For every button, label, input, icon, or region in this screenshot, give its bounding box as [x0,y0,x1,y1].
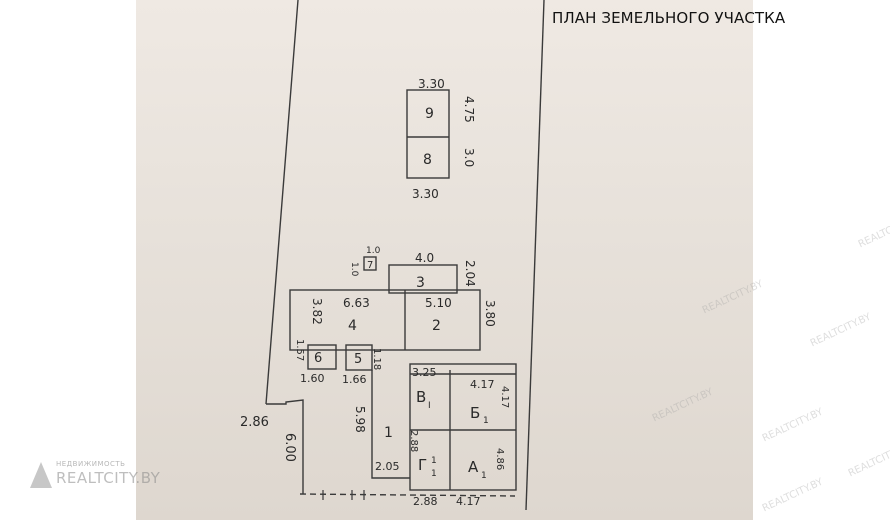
plot-left-width: 2.86 [240,415,269,430]
room-3-side: 2.04 [463,260,477,287]
upper-top-width: 3.30 [418,77,445,91]
room-v-label: В [416,388,426,406]
room-3-label: 3 [416,275,425,291]
room-6-label: 6 [314,351,322,366]
room-v-sub: I [428,401,431,411]
room-v-top: 3.25 [412,366,437,379]
realtcity-logo: НЕДВИЖИМОСТЬ REALTCITY.BY [30,460,170,494]
boundary-left [265,0,299,405]
room-g-side: 2.88 [408,430,419,452]
room-b-sub: 1 [483,416,489,426]
room-9-label: 9 [425,106,434,122]
boundary-jog [266,399,304,494]
logo-caption: НЕДВИЖИМОСТЬ [56,460,126,468]
room-b-top: 4.17 [470,378,495,391]
logo-brand: REALTCITY.BY [56,469,161,487]
room-7-label: 7 [367,260,373,271]
room-6-width: 1.60 [300,372,325,385]
room-5-box [345,344,373,371]
room-4-width: 6.63 [343,296,370,310]
rooms-4-2-box [289,289,481,351]
room-b-label: Б [470,404,480,422]
room-5-width: 1.66 [342,373,367,386]
room-b-side: 4.17 [499,386,510,408]
plan-sheet [136,0,753,520]
room-7-dim-top: 1.0 [366,246,381,256]
room-3-width: 4.0 [415,251,434,265]
room-3-box [388,264,458,294]
boundary-right [525,0,545,511]
room-5-label: 5 [354,352,362,367]
room-a-bottom: 4.17 [456,495,481,508]
room-g-bottom: 2.88 [413,495,438,508]
logo-mark-icon [30,462,52,488]
room-9-side: 4.75 [462,96,476,123]
room-a-label: А [468,458,479,476]
room-6-side: 1.57 [294,339,305,361]
room-g-sub: 1 [431,469,437,479]
boundary-bottom [299,493,516,497]
room-7-box [363,256,377,271]
room-a-sub: 1 [481,471,487,481]
room-5-side: 1.18 [371,348,382,370]
room-6-box [307,344,337,370]
room-2-width: 5.10 [425,296,452,310]
room-7-dim-side: 1.0 [349,262,359,277]
room-4-label: 4 [348,318,357,334]
room-4-side: 3.82 [310,298,324,325]
room-1-bottom: 2.05 [375,460,400,473]
room-g-sup: 1 [431,456,437,466]
room-a-side: 4.86 [494,448,505,470]
page-title: ПЛАН ЗЕМЕЛЬНОГО УЧАСТКА [552,9,786,27]
block-upper [406,89,450,179]
room-g-label: Г [418,456,427,474]
room-2-side: 3.80 [483,300,497,327]
room-1-side: 5.98 [353,406,367,433]
room-8-label: 8 [423,152,432,168]
block-lower-right [409,363,517,491]
room-2-label: 2 [432,318,441,334]
room-1-outline [371,370,410,479]
plot-left-length: 6.00 [282,433,297,462]
room-8-side: 3.0 [462,148,476,167]
upper-bottom-width: 3.30 [412,187,439,201]
room-1-label: 1 [384,425,393,441]
